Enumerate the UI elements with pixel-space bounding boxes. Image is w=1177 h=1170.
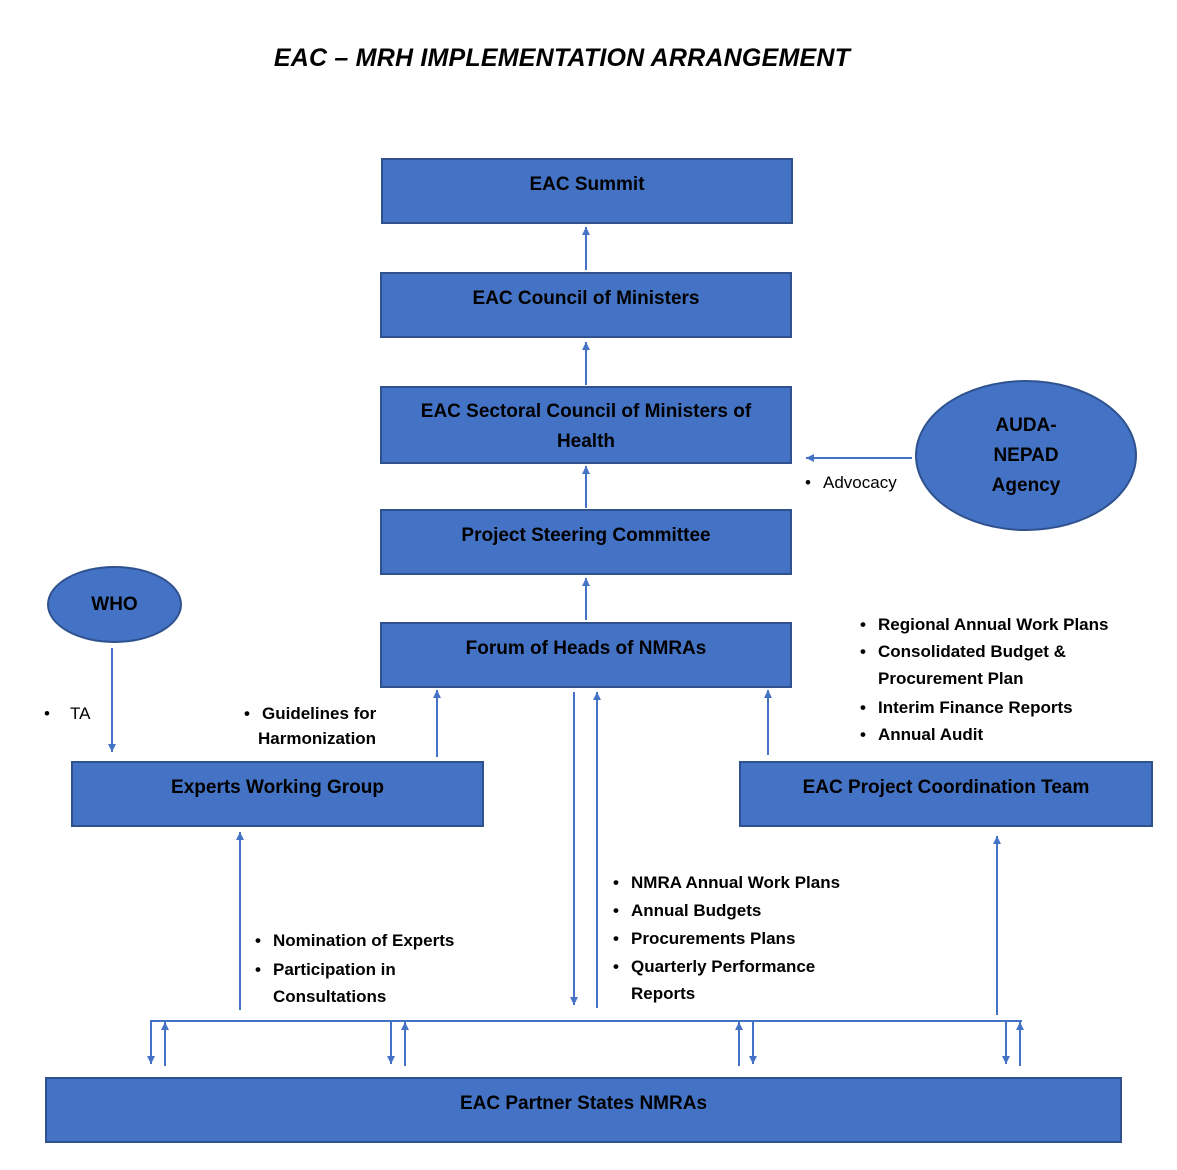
list-item: Annual Audit xyxy=(860,721,1108,748)
ta-item: TA xyxy=(44,700,90,727)
experts-working-group-label: Experts Working Group xyxy=(171,777,384,798)
list-item: Consolidated Budget & Procurement Plan xyxy=(860,638,1108,692)
eac-summit-label: EAC Summit xyxy=(529,174,645,195)
nomination-list: Nomination of Experts Participation in C… xyxy=(255,927,454,1010)
auda-nepad-ellipse: AUDA- NEPAD Agency xyxy=(915,380,1137,531)
council-of-ministers-box: EAC Council of Ministers xyxy=(380,272,792,338)
list-item: Annual Budgets xyxy=(613,897,840,924)
list-item: Participation in Consultations xyxy=(255,956,454,1010)
sectoral-council-box: EAC Sectoral Council of Ministers of Hea… xyxy=(380,386,792,464)
list-item: Interim Finance Reports xyxy=(860,694,1108,721)
project-coordination-team-box: EAC Project Coordination Team xyxy=(739,761,1153,827)
steering-committee-label: Project Steering Committee xyxy=(461,525,711,546)
auda-nepad-label-line2: NEPAD xyxy=(993,444,1059,466)
list-item: Nomination of Experts xyxy=(255,927,454,954)
list-item: NMRA Annual Work Plans xyxy=(613,869,840,896)
list-item: Procurements Plans xyxy=(613,925,840,952)
list-item: Quarterly Performance Reports xyxy=(613,953,840,1007)
diagram-title: EAC – MRH IMPLEMENTATION ARRANGEMENT xyxy=(273,44,851,72)
sectoral-council-label-line2: Health xyxy=(556,431,616,452)
experts-working-group-box: Experts Working Group xyxy=(71,761,484,827)
auda-nepad-label-line3: Agency xyxy=(991,474,1061,496)
council-of-ministers-label: EAC Council of Ministers xyxy=(472,288,700,309)
partner-states-nmras-box: EAC Partner States NMRAs xyxy=(45,1077,1122,1143)
advocacy-label: Advocacy xyxy=(805,469,897,496)
partner-states-nmras-label: EAC Partner States NMRAs xyxy=(459,1093,708,1114)
guidelines-label: Guidelines for Harmonization xyxy=(244,701,376,751)
who-ellipse: WHO xyxy=(47,566,182,643)
eac-summit-box: EAC Summit xyxy=(381,158,793,224)
project-coordination-team-label: EAC Project Coordination Team xyxy=(802,777,1090,798)
forum-heads-nmras-box: Forum of Heads of NMRAs xyxy=(380,622,792,688)
coordination-outputs-list: Regional Annual Work Plans Consolidated … xyxy=(860,611,1108,748)
nmra-outputs-list: NMRA Annual Work Plans Annual Budgets Pr… xyxy=(613,869,840,1007)
list-item: Regional Annual Work Plans xyxy=(860,611,1108,638)
guidelines-item: Guidelines for Harmonization xyxy=(244,701,376,751)
ta-label: TA xyxy=(44,700,90,727)
auda-nepad-label-line1: AUDA- xyxy=(995,414,1057,436)
advocacy-item: Advocacy xyxy=(805,469,897,496)
forum-heads-nmras-label: Forum of Heads of NMRAs xyxy=(465,638,707,659)
sectoral-council-label-line1: EAC Sectoral Council of Ministers of xyxy=(420,401,752,422)
steering-committee-box: Project Steering Committee xyxy=(380,509,792,575)
who-label: WHO xyxy=(91,593,138,615)
